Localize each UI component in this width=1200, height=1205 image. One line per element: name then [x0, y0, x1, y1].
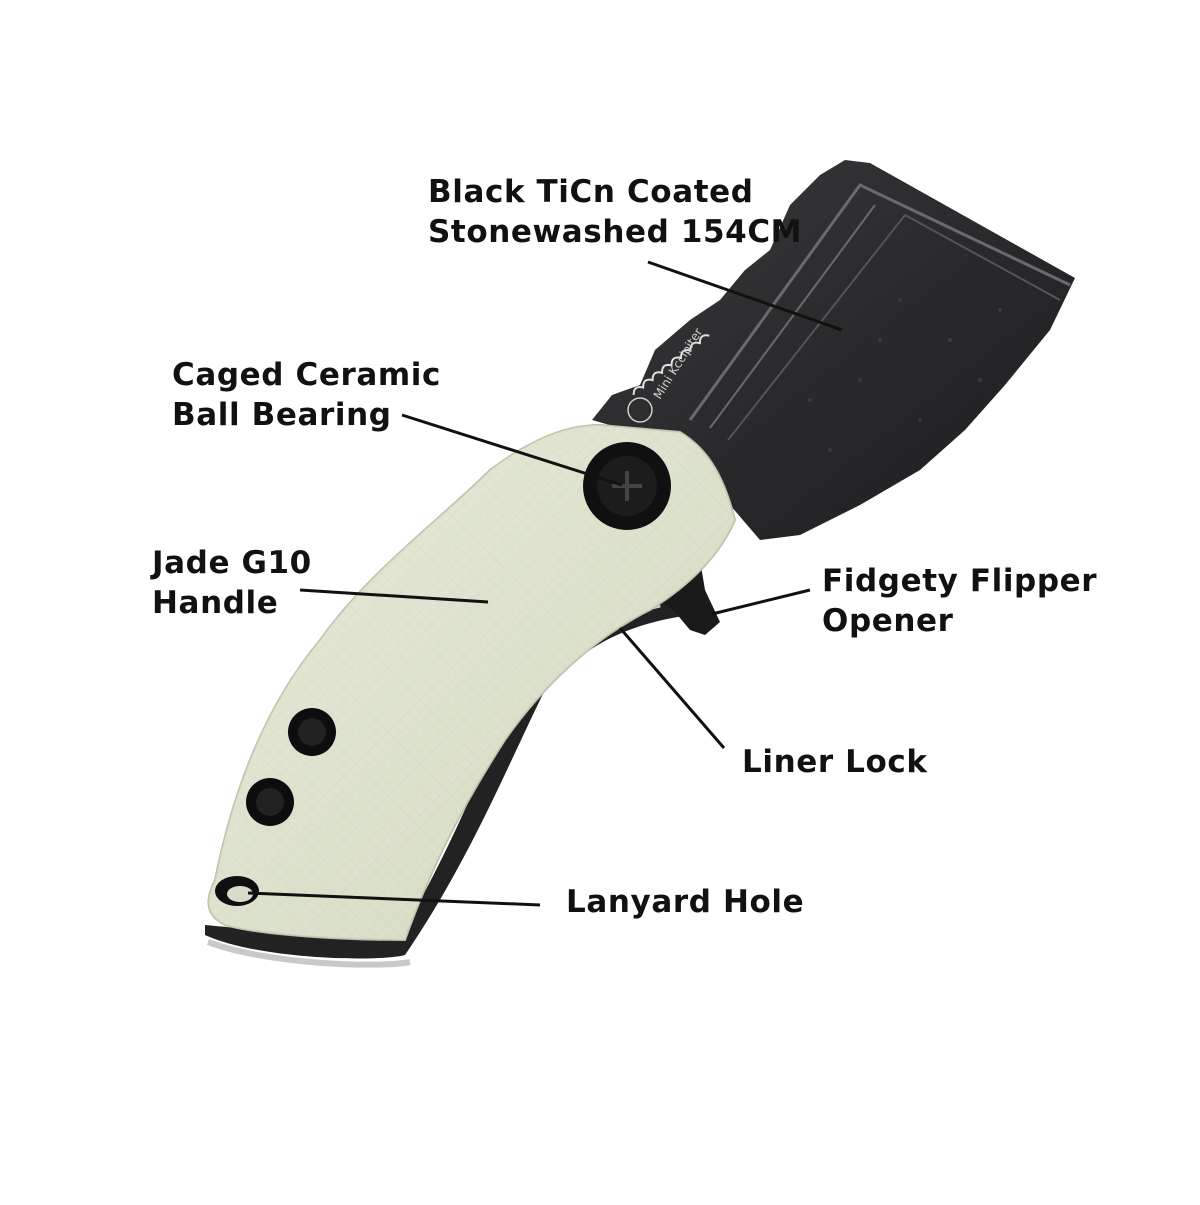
handle-callout-line2: Handle [152, 585, 279, 621]
blade-leader-line [647, 260, 843, 332]
leader-lines [247, 260, 843, 907]
bearing-callout: Caged Ceramic Ball Bearing [172, 355, 441, 435]
handle-scale [207, 423, 737, 942]
handle-screw-icon [288, 708, 336, 756]
handle-callout-line1: Jade G10 [152, 545, 312, 581]
blade-callout-line2: Stonewashed 154CM [428, 214, 803, 250]
handle-screw-icon [246, 778, 294, 826]
lock-callout-line1: Liner Lock [742, 744, 928, 780]
flipper-tab [660, 560, 720, 635]
bearing-callout-line2: Ball Bearing [172, 397, 392, 433]
pivot-screw-icon [583, 442, 671, 530]
handle-callout: Jade G10 Handle [152, 543, 312, 623]
flipper-callout: Fidgety Flipper Opener [822, 561, 1097, 641]
blade-callout: Black TiCn Coated Stonewashed 154CM [428, 172, 802, 252]
lanyard-hole-icon [215, 876, 259, 906]
bearing-callout-line1: Caged Ceramic [172, 357, 441, 393]
bearing-leader-line [401, 413, 623, 487]
flipper-callout-line2: Opener [822, 603, 954, 639]
lanyard-callout: Lanyard Hole [566, 882, 804, 922]
blade-callout-line1: Black TiCn Coated [428, 174, 754, 210]
lanyard-callout-line1: Lanyard Hole [566, 884, 805, 920]
flipper-leader-line [711, 588, 811, 616]
flipper-callout-line1: Fidgety Flipper [822, 563, 1098, 599]
handle-leader-line [299, 588, 489, 604]
lock-leader-line [618, 627, 726, 749]
lanyard-leader-line [247, 891, 541, 907]
lock-callout: Liner Lock [742, 742, 928, 782]
